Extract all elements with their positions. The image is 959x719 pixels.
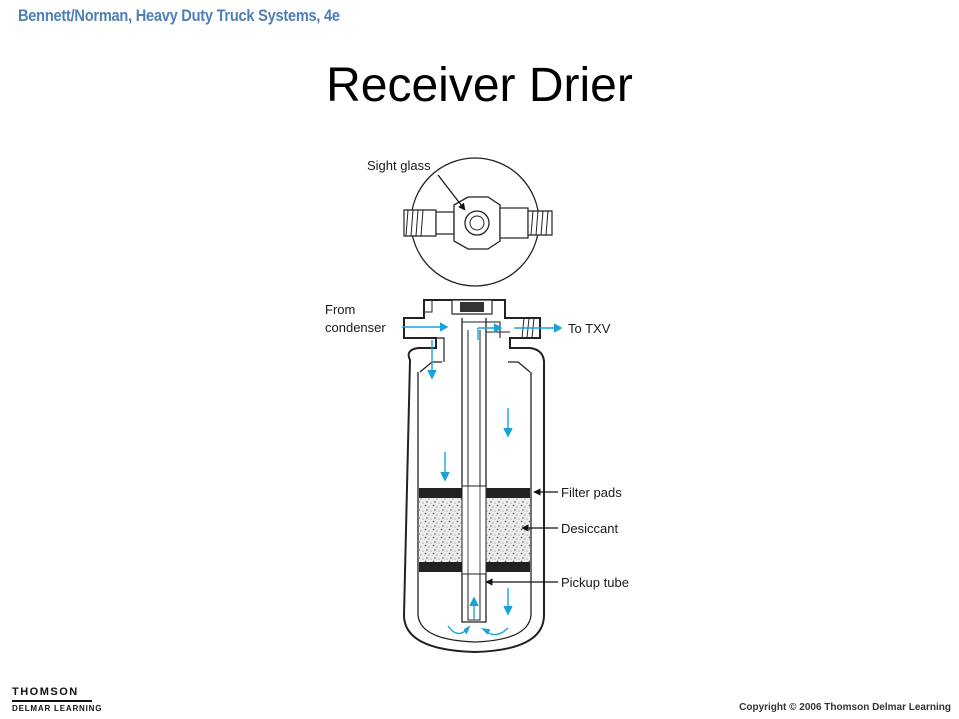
filter-and-desiccant (419, 485, 530, 575)
slide-title: Receiver Drier (326, 59, 633, 112)
label-desiccant: Desiccant (561, 521, 618, 536)
receiver-drier-diagram: Sight glass (325, 157, 629, 654)
callout-arrows (485, 488, 558, 586)
sight-glass-inset (403, 157, 553, 287)
copyright-notice: Copyright © 2006 Thomson Delmar Learning (739, 702, 951, 713)
label-sight-glass: Sight glass (367, 158, 431, 173)
label-to-txv: To TXV (568, 321, 611, 336)
logo-thomson: THOMSON (12, 686, 79, 698)
book-header: Bennett/Norman, Heavy Duty Truck Systems… (18, 6, 340, 25)
refrigerant-flow-arrows (402, 322, 563, 636)
logo-divider (12, 700, 92, 702)
label-from: From (325, 302, 355, 317)
publisher-logo: THOMSON DELMAR LEARNING (12, 686, 132, 713)
logo-delmar: DELMAR LEARNING (12, 704, 103, 713)
label-condenser: condenser (325, 320, 386, 335)
label-filter-pads: Filter pads (561, 485, 622, 500)
label-pickup-tube: Pickup tube (561, 575, 629, 590)
